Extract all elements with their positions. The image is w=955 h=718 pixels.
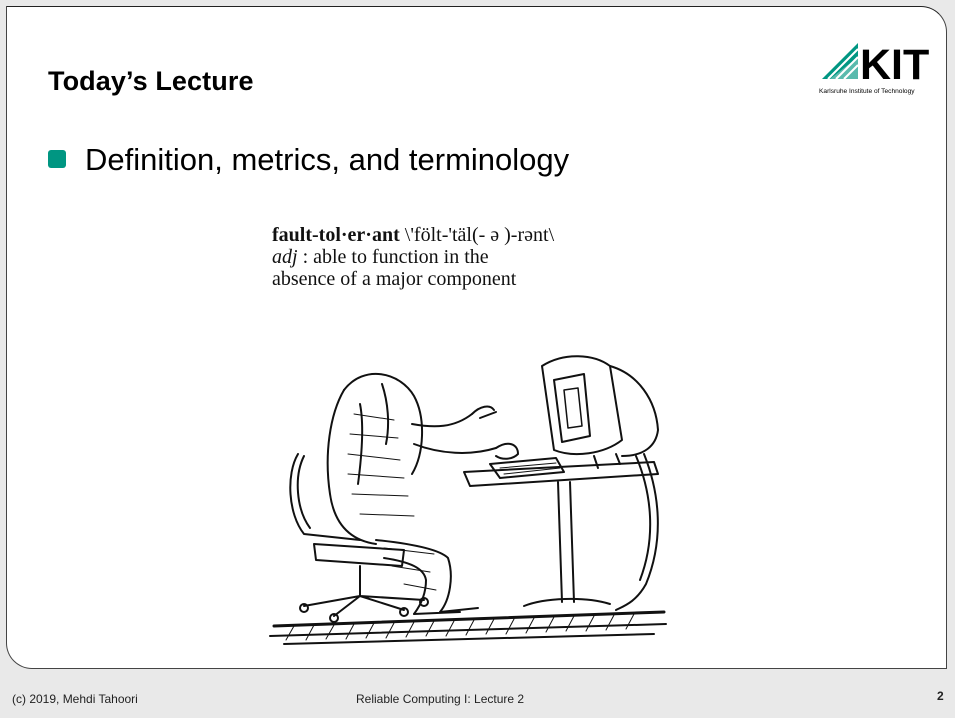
dictionary-definition: fault-tol·er·ant \'fölt-'täl(- ə )-rənt\… xyxy=(272,224,672,290)
kit-wordmark: KIT xyxy=(860,41,929,89)
definition-pos: adj xyxy=(272,246,298,268)
footer-copyright: (c) 2019, Mehdi Tahoori xyxy=(12,692,138,706)
definition-line-1: fault-tol·er·ant \'fölt-'täl(- ə )-rənt\ xyxy=(272,224,672,246)
slide-title: Today’s Lecture xyxy=(48,66,254,96)
bullet-square-icon xyxy=(48,150,66,168)
definition-headword: fault-tol·er·ant xyxy=(272,224,400,246)
slide-panel xyxy=(6,6,947,669)
bullet-text: Definition, metrics, and terminology xyxy=(85,142,570,177)
footer-course: Reliable Computing I: Lecture 2 xyxy=(356,692,525,706)
kit-logo: KIT Karlsruhe Institute of Technology xyxy=(819,41,929,95)
slide-footer: (c) 2019, Mehdi Tahoori Reliable Computi… xyxy=(0,677,955,718)
definition-line-2: adj : able to function in the xyxy=(272,246,672,268)
kit-logo-mark xyxy=(822,43,858,79)
footer-page-number: 2 xyxy=(937,689,944,703)
cartoon-illustration xyxy=(269,355,667,645)
definition-pronunciation: \'fölt-'täl(- ə )-rənt\ xyxy=(404,224,555,246)
definition-text-1: : able to function in the xyxy=(297,246,489,268)
kit-subtitle: Karlsruhe Institute of Technology xyxy=(819,88,915,95)
definition-line-3: absence of a major component xyxy=(272,268,517,290)
